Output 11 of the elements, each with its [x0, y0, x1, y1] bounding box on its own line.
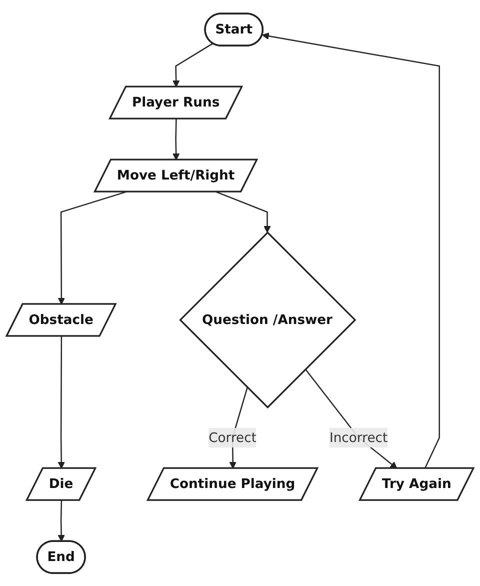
edge-label: Incorrect [329, 429, 388, 445]
arrow [304, 368, 398, 468]
arrow [172, 42, 214, 87]
node-diamond: Question /Answer [179, 231, 356, 408]
arrow [58, 191, 126, 304]
edge-label: Correct [208, 429, 256, 445]
arrow [262, 32, 440, 468]
arrow [172, 118, 180, 160]
arrow [58, 336, 65, 468]
arrow [216, 191, 271, 233]
arrow [58, 500, 65, 542]
